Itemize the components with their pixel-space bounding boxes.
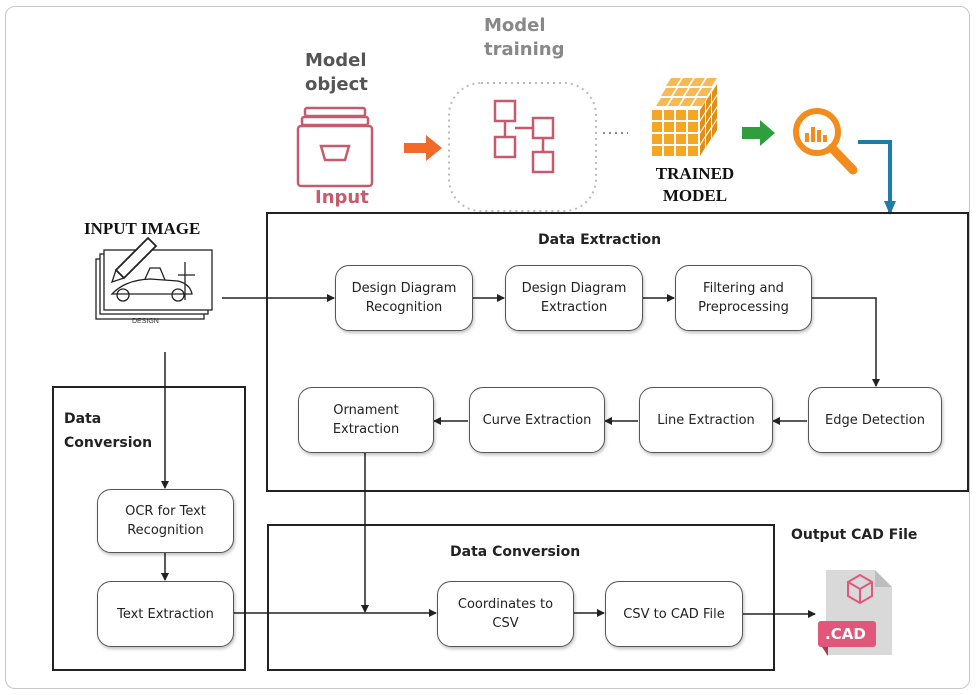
- design-sketch-icon: [95, 236, 213, 320]
- model-training-label: Model training: [484, 15, 565, 60]
- cad-file-icon: [818, 570, 892, 656]
- input-label: Input: [315, 187, 369, 208]
- left-data-conversion-box: [52, 386, 246, 671]
- left-data-conversion-title: Data Conversion: [64, 411, 153, 451]
- node-design-diagram-extraction: Design Diagram Extraction: [505, 265, 643, 331]
- node-ocr-text-recognition: OCR for Text Recognition: [97, 489, 234, 553]
- node-coordinates-to-csv: Coordinates to CSV: [437, 581, 574, 647]
- green-arrow-icon: [742, 120, 775, 146]
- node-text-extraction: Text Extraction: [97, 581, 234, 647]
- flow-connectors: [161, 294, 880, 618]
- input-drawer-icon: [296, 106, 374, 188]
- node-ornament-extraction: Ornament Extraction: [298, 387, 434, 453]
- node-line-extraction: Line Extraction: [639, 387, 773, 453]
- model-training-frame: [448, 82, 597, 212]
- node-csv-to-cad: CSV to CAD File: [605, 581, 743, 647]
- diagram-frame: [5, 6, 970, 689]
- node-curve-extraction: Curve Extraction: [469, 387, 605, 453]
- trained-model-to-extraction-arrow: [858, 140, 896, 215]
- cad-badge-label: .CAD: [825, 625, 866, 643]
- output-cad-title: Output CAD File: [791, 527, 918, 543]
- trained-model-label: TRAINED MODEL: [655, 164, 735, 205]
- model-object-label: Model object: [305, 50, 368, 95]
- design-caption: DESIGN: [132, 318, 159, 325]
- orange-arrow-icon: [404, 135, 442, 161]
- magnifier-icon: [793, 108, 858, 175]
- node-filtering-preprocessing: Filtering and Preprocessing: [675, 265, 812, 331]
- data-extraction-box: [266, 212, 969, 492]
- data-extraction-title: Data Extraction: [538, 232, 662, 248]
- bottom-data-conversion-box: [267, 524, 775, 671]
- node-design-diagram-recognition: Design Diagram Recognition: [335, 265, 473, 331]
- flowchart-icon: [493, 99, 555, 174]
- trained-model-cube-icon: [652, 78, 717, 156]
- node-edge-detection: Edge Detection: [808, 387, 942, 453]
- input-image-label: INPUT IMAGE: [84, 219, 201, 238]
- bottom-data-conversion-title: Data Conversion: [450, 544, 581, 560]
